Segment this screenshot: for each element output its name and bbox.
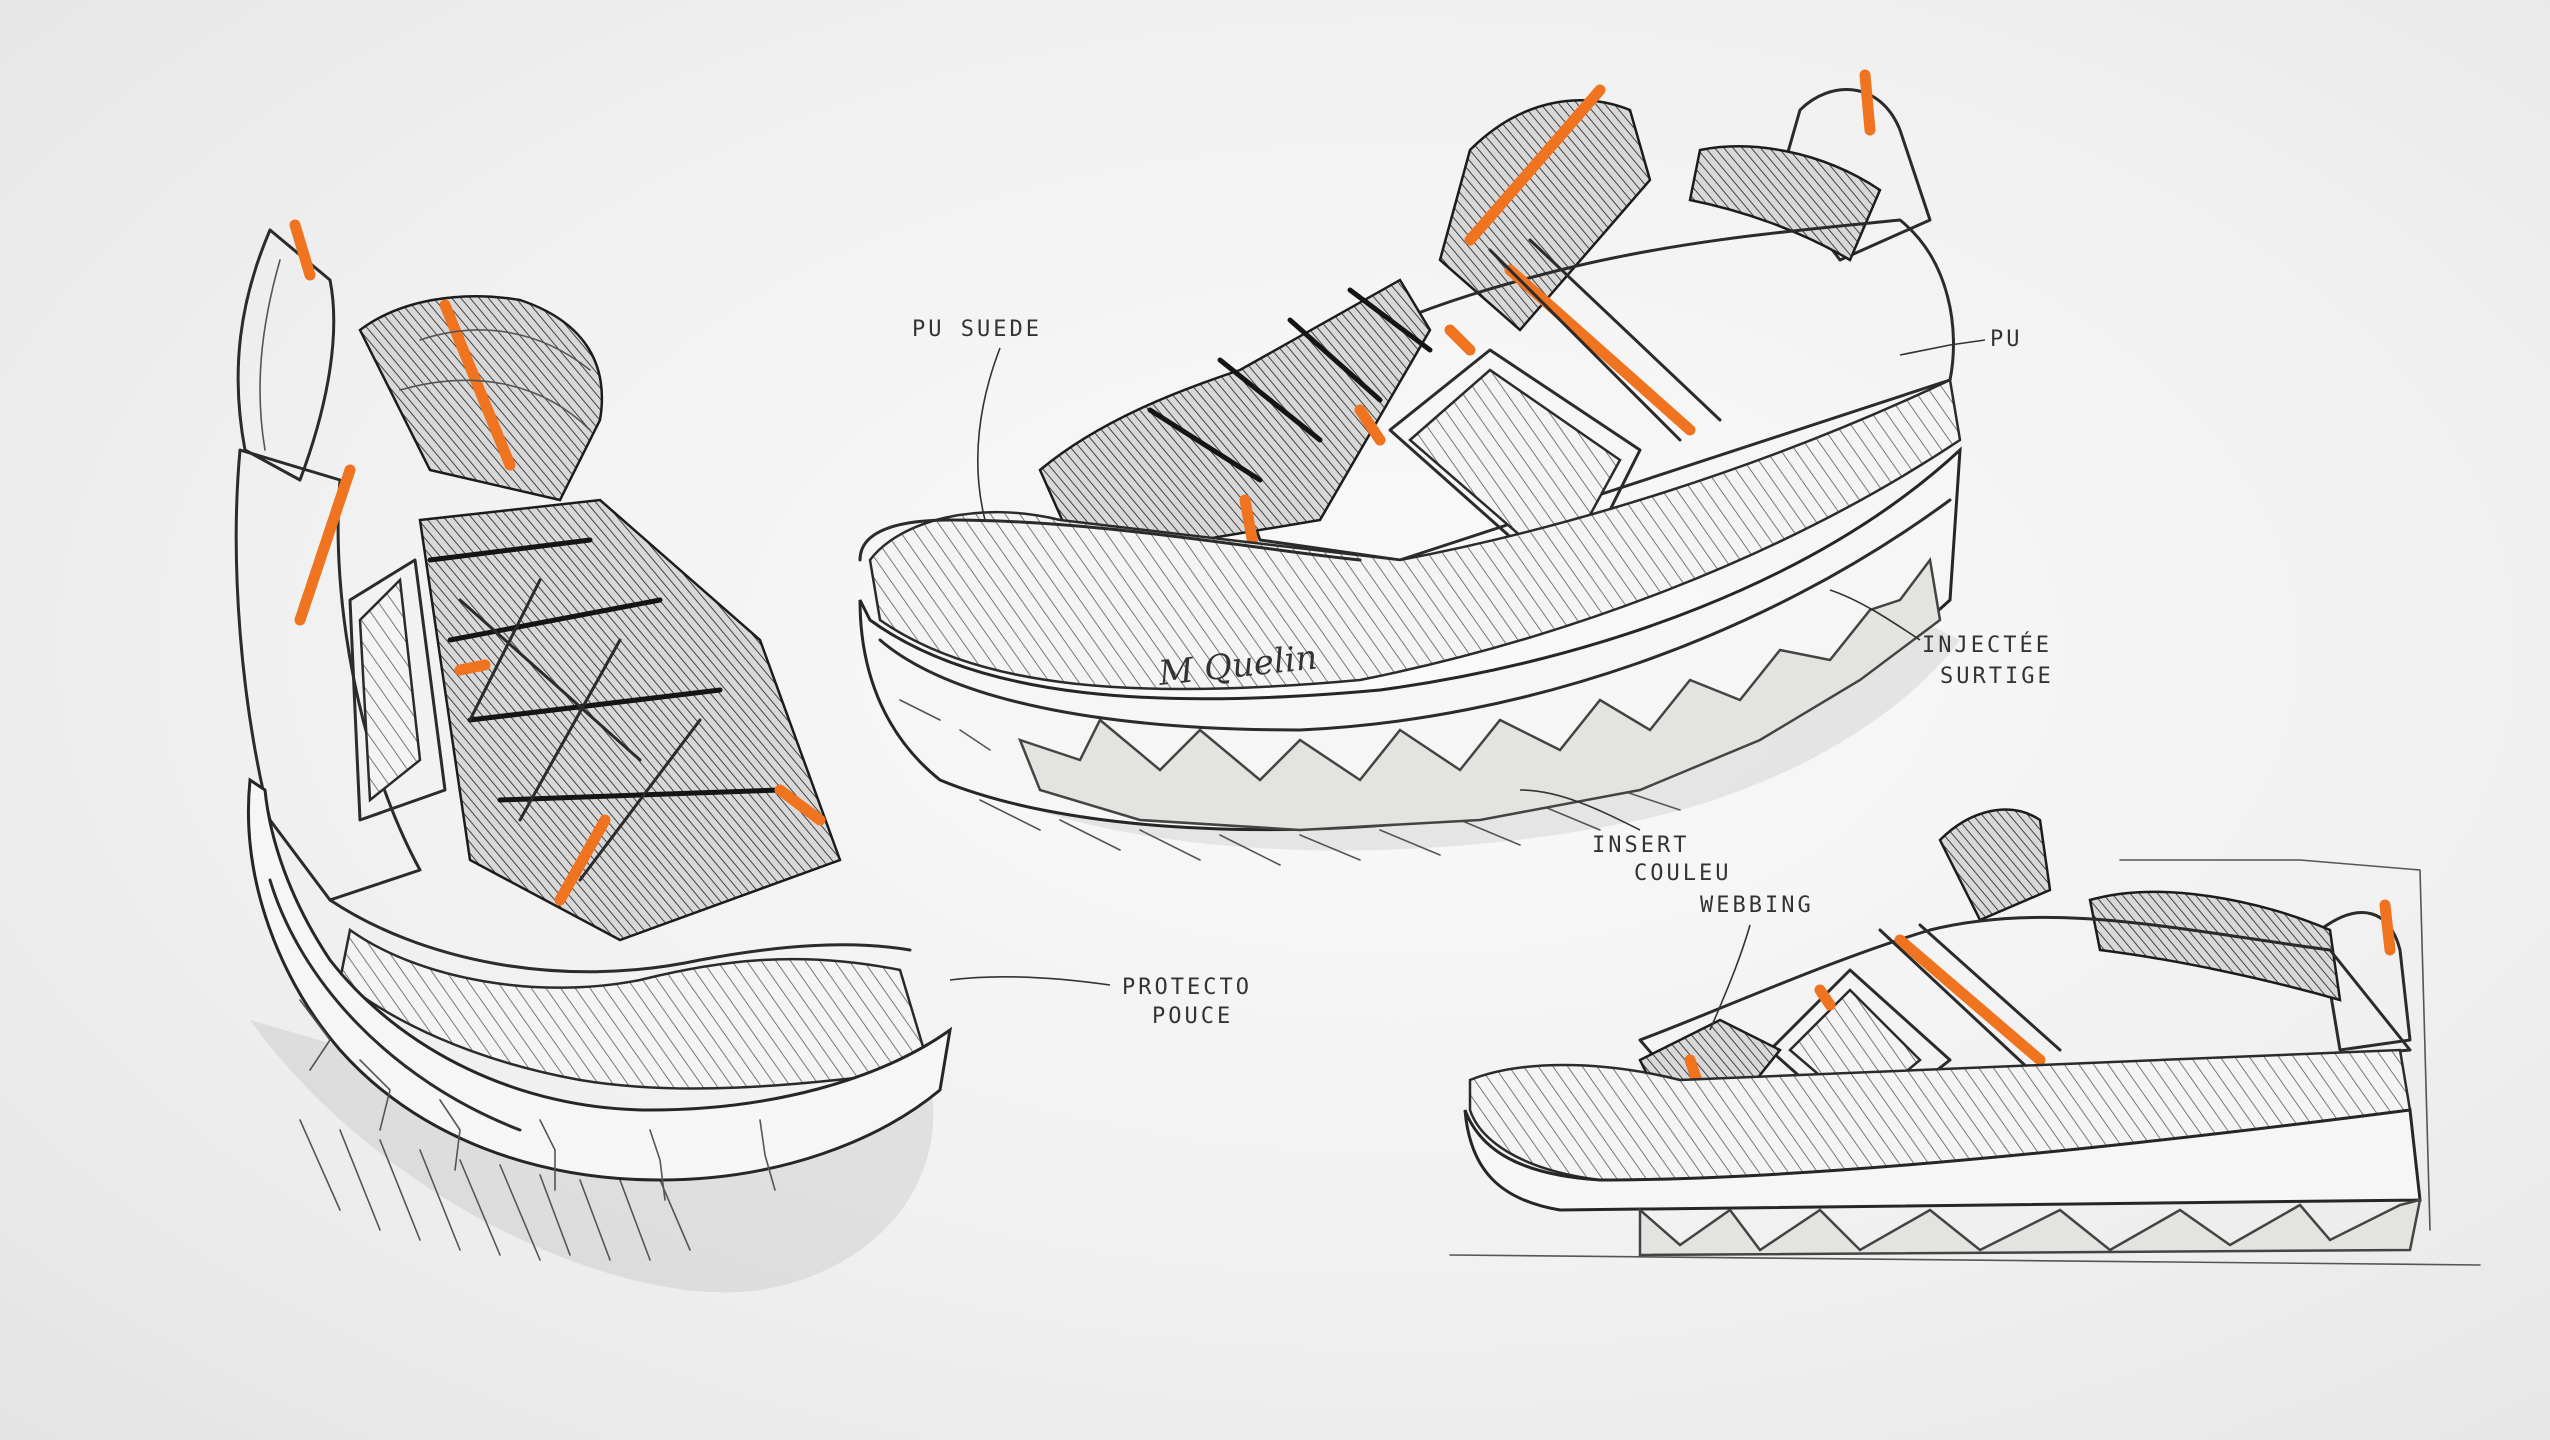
annotation-pu-suede: PU SUEDE <box>912 317 1042 521</box>
three-quarter-shoe-sketch <box>858 69 1962 866</box>
side-view-shoe-sketch <box>1449 808 2481 1266</box>
annotation-injectee-line2: SURTIGE <box>1940 664 2054 689</box>
front-view-shoe-sketch <box>234 219 953 1293</box>
annotation-pu: PU <box>1899 327 2023 356</box>
annotation-injectee-surtige: INJECTÉE SURTIGE <box>1829 589 2054 689</box>
annotation-protecto-line2: POUCE <box>1152 1004 1233 1029</box>
annotation-protecto-line1: PROTECTO <box>1122 975 1252 1000</box>
annotation-insert-line2: COULEU <box>1634 861 1731 886</box>
annotation-insert-line1: INSERT <box>1592 833 1689 858</box>
annotation-webbing-label: WEBBING <box>1700 893 1814 918</box>
annotation-webbing: WEBBING <box>1700 893 1814 1031</box>
annotation-protecto-pouce: PROTECTO POUCE <box>949 975 1252 1029</box>
annotation-pu-suede-label: PU SUEDE <box>912 317 1042 342</box>
annotation-insert-couleur: INSERT COULEU <box>1519 789 1731 886</box>
annotation-pu-label: PU <box>1990 327 2023 352</box>
annotation-injectee-line1: INJECTÉE <box>1922 632 2052 658</box>
